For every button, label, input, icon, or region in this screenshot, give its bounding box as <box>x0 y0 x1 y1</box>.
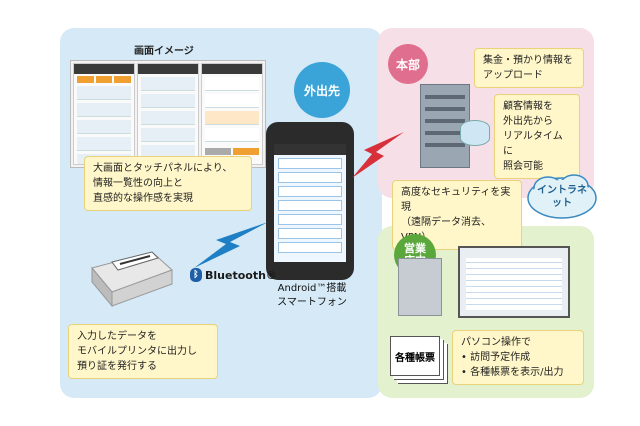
hq-bubble-label: 本部 <box>395 57 420 72</box>
callout-line: アップロード <box>483 70 543 81</box>
documents-icon: 各種帳票 <box>390 336 440 376</box>
screen-images <box>70 60 266 168</box>
hq-bubble: 本部 <box>388 44 428 84</box>
bluetooth-text: Bluetooth® <box>205 268 277 282</box>
intranet-cloud-icon <box>527 174 597 219</box>
documents-label: 各種帳票 <box>395 352 435 364</box>
screen-thumbnail <box>73 63 135 165</box>
callout-line: パソコン操作で <box>461 337 531 348</box>
callout-line: 照会可能 <box>503 161 543 172</box>
callout-line: 情報一覧性の向上と <box>93 178 183 189</box>
callout-line: • 訪問予定作成 <box>461 352 531 363</box>
callout-line: 集金・預かり情報を <box>483 55 573 66</box>
screen-thumbnail <box>137 63 199 165</box>
callout-line: 大画面とタッチパネルにより、 <box>93 163 233 174</box>
monitor-image <box>458 246 570 318</box>
field-bubble: 外出先 <box>294 62 350 118</box>
realtime-callout: 顧客情報を 外出先から リアルタイムに 照会可能 <box>494 94 580 179</box>
upload-callout: 集金・預かり情報を アップロード <box>474 48 584 88</box>
bluetooth-icon: ᛒ <box>190 268 202 282</box>
touch-panel-callout: 大画面とタッチパネルにより、 情報一覧性の向上と 直感的な操作感を実現 <box>84 156 252 211</box>
callout-line: 預り証を発行する <box>77 361 157 372</box>
callout-line: リアルタイムに <box>503 131 563 157</box>
callout-line: 外出先から <box>503 116 553 127</box>
callout-line: 高度なセキュリティを実現 <box>401 187 511 213</box>
callout-line: モバイルプリンタに出力し <box>77 346 197 357</box>
printer-callout: 入力したデータを モバイルプリンタに出力し 預り証を発行する <box>68 324 218 379</box>
intranet-label: イントラネット <box>537 185 587 209</box>
screens-caption: 画面イメージ <box>134 46 194 57</box>
callout-line: • 各種帳票を表示/出力 <box>461 367 564 378</box>
phone-caption-line: Android™搭載 <box>277 283 347 294</box>
database-icon <box>460 120 490 146</box>
callout-line: 直感的な操作感を実現 <box>93 193 193 204</box>
pc-operation-callout: パソコン操作で • 訪問予定作成 • 各種帳票を表示/出力 <box>452 330 584 385</box>
smartphone-image <box>266 122 354 280</box>
callout-line: 顧客情報を <box>503 101 553 112</box>
callout-line: 入力したデータを <box>77 331 157 342</box>
network-lightning-icon <box>352 132 404 178</box>
bluetooth-lightning-icon <box>194 222 268 268</box>
mobile-printer-image <box>91 251 173 308</box>
phone-caption: Android™搭載 スマートフォン <box>262 282 362 310</box>
desktop-pc-image <box>398 258 442 316</box>
field-bubble-label: 外出先 <box>303 83 340 98</box>
bluetooth-label: ᛒ Bluetooth® <box>190 268 277 282</box>
screen-thumbnail <box>201 63 263 165</box>
phone-caption-line: スマートフォン <box>277 297 347 308</box>
